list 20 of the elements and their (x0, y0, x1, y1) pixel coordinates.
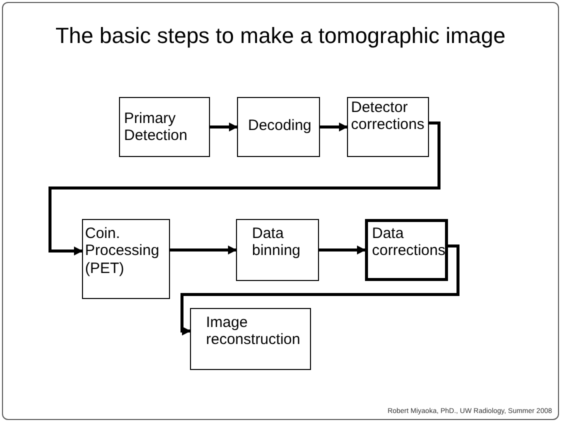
box-label: Coin. Processing (PET) (85, 225, 160, 277)
arrow (170, 246, 237, 254)
box-label: Image reconstruction (206, 314, 302, 348)
process-box (347, 97, 429, 157)
process-box (82, 219, 170, 299)
arrow (48, 122, 440, 256)
box-label: Data binning (252, 225, 302, 260)
process-box (236, 219, 319, 281)
arrow (320, 122, 348, 132)
box-label: Primary Detection (124, 110, 188, 144)
box-label: Decoding (248, 117, 312, 134)
arrow (180, 244, 460, 336)
process-box (365, 219, 448, 281)
box-label: Detector corrections (351, 99, 425, 134)
title: The basic steps to make a tomographic image (54, 23, 506, 49)
arrow (210, 122, 238, 132)
arrow (319, 246, 366, 254)
process-box (119, 97, 210, 157)
process-box (237, 97, 320, 157)
process-box (190, 308, 311, 370)
